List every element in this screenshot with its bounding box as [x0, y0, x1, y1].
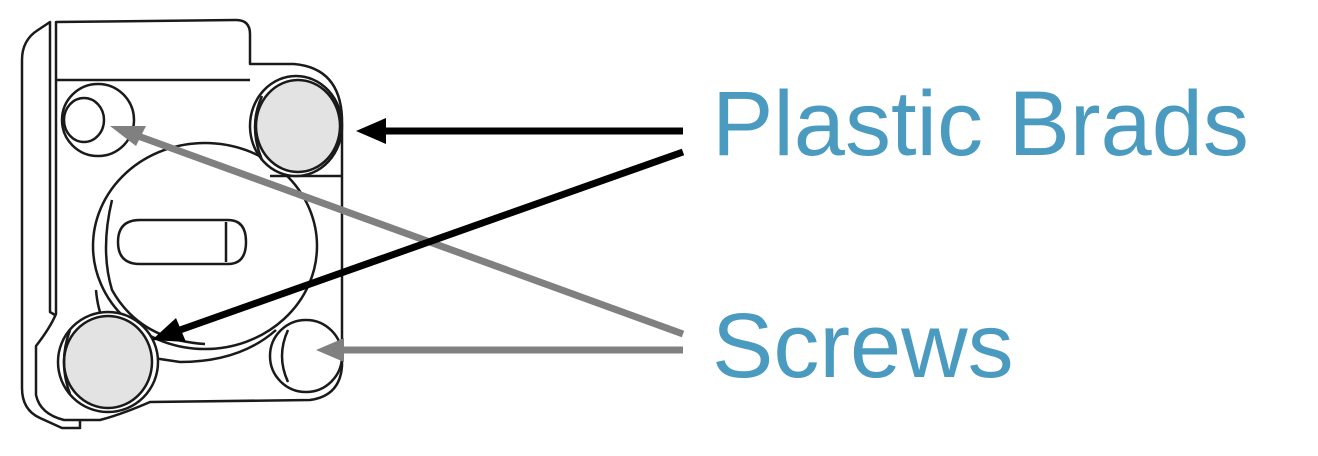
center-slot [116, 218, 248, 266]
center-boss [91, 141, 319, 364]
brad-top-right [248, 74, 344, 178]
screw-arrow-top-left [136, 132, 685, 338]
plastic-brads-label: Plastic Brads [712, 73, 1249, 175]
screw-top-left [60, 82, 136, 158]
brad-arrowhead-bottom-left [152, 318, 186, 342]
screw-arrowhead-top-left [110, 126, 146, 146]
screw-arrowhead-bottom-right [316, 338, 344, 362]
brad-arrowhead-top-right [356, 118, 386, 144]
screws-label: Screws [712, 295, 1014, 397]
boss-outer [91, 141, 319, 351]
brads-callout-arrows [152, 118, 685, 342]
brad-bottom-left [56, 310, 160, 414]
screws-callout-arrows [110, 126, 685, 362]
brad-arrow-bottom-left [178, 148, 685, 334]
